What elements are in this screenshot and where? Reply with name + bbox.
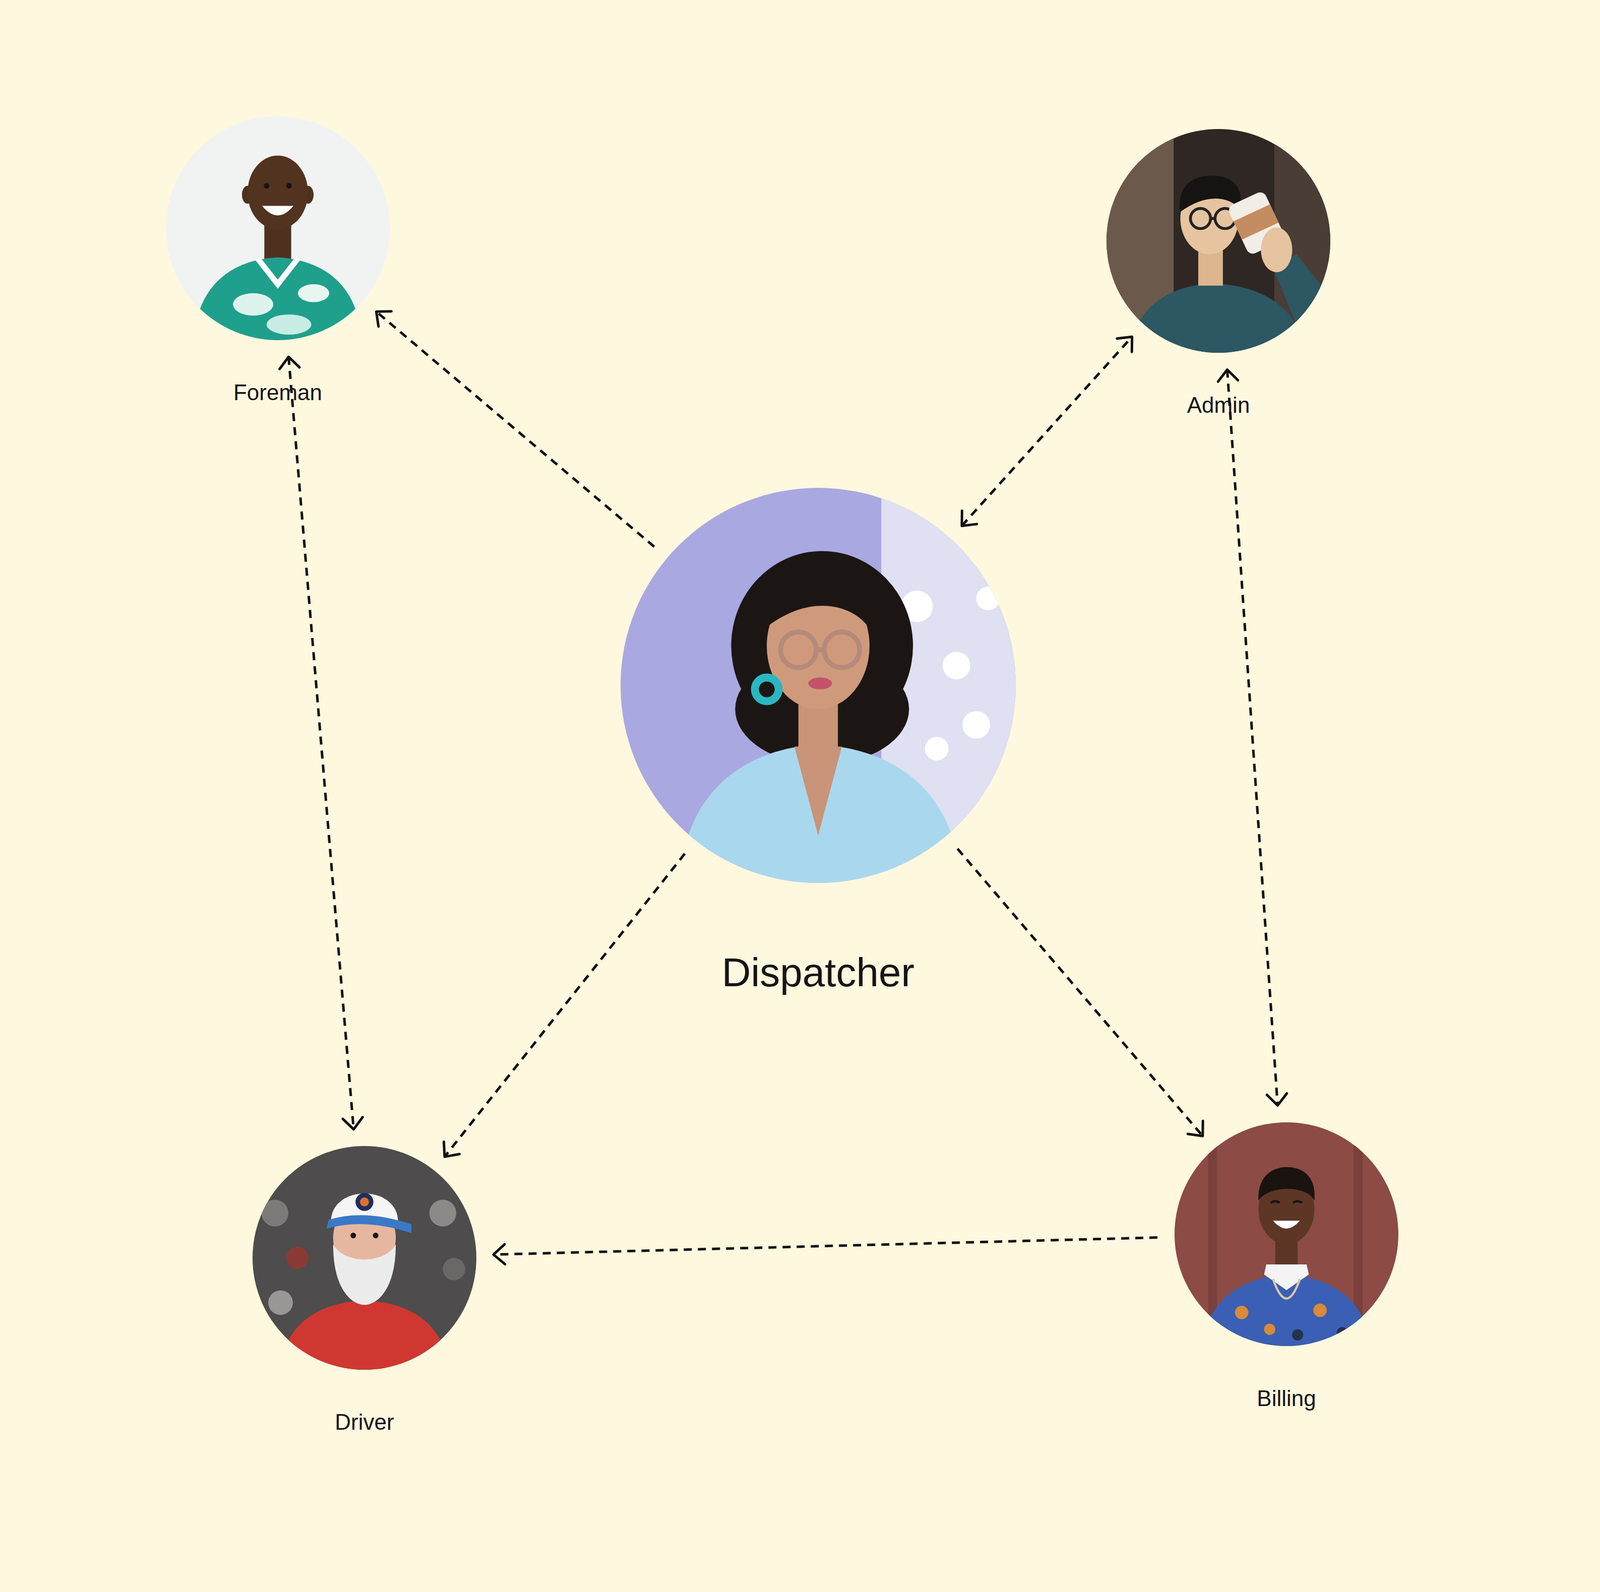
avatar-shape — [942, 651, 971, 680]
arrow-head — [1217, 369, 1238, 382]
avatar-shape — [1291, 1329, 1304, 1341]
avatar-shape — [263, 182, 270, 189]
avatar-shape — [1272, 1279, 1300, 1300]
person-node: Admin — [1106, 129, 1331, 419]
avatar-shape — [1190, 208, 1211, 229]
role-label: Dispatcher — [721, 948, 915, 998]
dashed-line — [444, 853, 685, 1157]
avatar-shape — [194, 257, 362, 341]
avatar-shape — [816, 647, 825, 653]
arrow-head — [1117, 336, 1133, 352]
avatar-group — [1174, 1122, 1399, 1347]
avatar-shape — [297, 284, 330, 303]
avatar-shape — [261, 1200, 289, 1227]
avatar-shape — [373, 1233, 379, 1239]
arrow-head — [443, 1141, 460, 1157]
person-photo — [1174, 1122, 1399, 1347]
arrow-head — [961, 510, 977, 526]
avatar-shape — [620, 487, 1016, 884]
avatar-shape — [1128, 283, 1306, 353]
avatar-shape — [429, 1200, 457, 1227]
avatar-shape — [232, 293, 274, 316]
connector-arrow — [493, 1238, 1158, 1265]
connector-arrow — [279, 356, 363, 1130]
person-photo — [620, 487, 1016, 884]
role-label: Billing — [1256, 1385, 1316, 1413]
avatar-shape — [1106, 129, 1331, 353]
person-node: Dispatcher — [620, 487, 1016, 998]
avatar-shape — [794, 747, 842, 836]
arrow-head — [342, 1117, 363, 1130]
avatar-shape — [1270, 1201, 1280, 1204]
role-label: Admin — [1187, 392, 1251, 419]
person-node: Billing — [1174, 1122, 1399, 1413]
avatar-group — [165, 116, 390, 341]
avatar-shape — [1260, 227, 1292, 273]
person-node: Foreman — [165, 116, 390, 407]
person-photo — [165, 116, 390, 341]
avatar-shape — [355, 1193, 374, 1212]
avatar-shape — [1258, 1167, 1315, 1202]
dashed-line — [376, 311, 654, 547]
avatar-shape — [165, 116, 390, 341]
avatar-shape — [1210, 217, 1215, 221]
avatar-shape — [350, 1233, 356, 1239]
dashed-line — [1226, 369, 1278, 1106]
avatar-shape — [280, 1300, 449, 1371]
connector-arrow — [376, 311, 654, 547]
avatar-shape — [262, 206, 294, 216]
avatar-shape — [1336, 1327, 1348, 1339]
avatar-shape — [976, 586, 1001, 611]
arrow-head — [279, 356, 300, 369]
person-photo — [1106, 129, 1331, 353]
role-label: Foreman — [233, 379, 323, 407]
avatar-shape — [266, 314, 312, 335]
avatar-shape — [1219, 1329, 1231, 1341]
avatar-shape — [1264, 1264, 1310, 1291]
dashed-line — [961, 336, 1133, 526]
avatar-group — [252, 1146, 477, 1371]
avatar-shape — [1235, 1306, 1249, 1320]
avatar-shape — [1313, 1304, 1327, 1318]
avatar-shape — [962, 711, 991, 740]
arrow-head — [1187, 1121, 1203, 1137]
avatar-shape — [1272, 1220, 1300, 1229]
avatar-shape — [780, 632, 817, 668]
connector-arrow — [443, 853, 685, 1157]
avatar-shape — [1293, 1201, 1303, 1204]
avatar-shape — [824, 632, 860, 668]
connector-arrow — [1217, 369, 1287, 1106]
avatar-shape — [333, 1244, 396, 1306]
avatar-shape — [762, 561, 881, 643]
avatar-shape — [808, 677, 832, 690]
avatar-shape — [925, 736, 949, 761]
arrow-head — [1266, 1093, 1287, 1106]
avatar-group — [620, 487, 1016, 884]
avatar-shape — [286, 182, 292, 189]
avatar-shape — [252, 1146, 477, 1371]
avatar-shape — [680, 745, 961, 884]
avatar-group — [1106, 129, 1331, 353]
arrow-head — [376, 311, 392, 327]
person-node: Driver — [252, 1146, 477, 1437]
dashed-line — [288, 356, 354, 1130]
dashed-line — [957, 848, 1203, 1137]
avatar-shape — [268, 1290, 293, 1316]
avatar-shape — [1264, 1324, 1276, 1336]
avatar-shape — [326, 1215, 412, 1234]
avatar-shape — [257, 258, 298, 285]
connector-arrow — [957, 848, 1203, 1137]
avatar-shape — [1174, 1122, 1399, 1347]
role-label: Driver — [334, 1409, 394, 1437]
avatar-shape — [247, 155, 309, 230]
avatar-shape — [286, 1247, 309, 1270]
avatar-shape — [442, 1258, 465, 1281]
person-photo — [252, 1146, 477, 1371]
avatar-shape — [359, 1197, 369, 1207]
arrow-head — [493, 1244, 506, 1265]
avatar-shape — [755, 677, 779, 702]
connector-arrow — [961, 336, 1133, 526]
dashed-line — [493, 1238, 1158, 1256]
